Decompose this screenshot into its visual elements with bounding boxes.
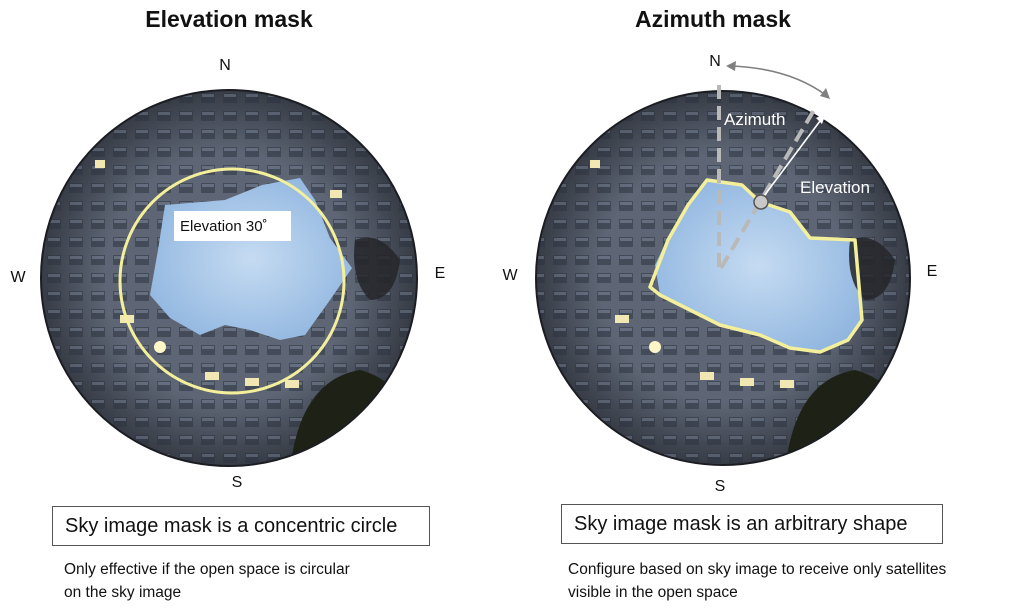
compass-north-left: N bbox=[219, 57, 231, 74]
elevation-30-label: Elevation 30˚ bbox=[180, 218, 268, 235]
elevation-mask-title: Elevation mask bbox=[145, 6, 313, 32]
azimuth-arc bbox=[729, 65, 828, 97]
compass-west-left: W bbox=[10, 269, 26, 286]
elevation-arrow bbox=[763, 116, 824, 197]
compass-west-right: W bbox=[502, 267, 518, 284]
elevation-mask-circle bbox=[118, 167, 346, 395]
satellite-marker bbox=[753, 194, 769, 210]
azimuth-mask-outline bbox=[648, 178, 864, 354]
elevation-note: Only effective if the open space is circ… bbox=[64, 561, 350, 601]
azimuth-note: Configure based on sky image to receive … bbox=[568, 561, 947, 601]
elevation-sky-image: Elevation 30˚ bbox=[40, 89, 418, 467]
compass-east-left: E bbox=[434, 265, 446, 282]
concentric-circle-caption: Sky image mask is a concentric circle bbox=[52, 506, 430, 546]
elevation-label-box bbox=[174, 211, 291, 241]
compass-south-right: S bbox=[714, 478, 726, 495]
compass-east-right: E bbox=[926, 263, 938, 280]
arbitrary-shape-caption: Sky image mask is an arbitrary shape bbox=[561, 504, 943, 544]
azimuth-mask-title: Azimuth mask bbox=[635, 6, 791, 32]
azimuth-direction-line bbox=[719, 108, 816, 270]
elevation-label: Elevation bbox=[800, 178, 870, 197]
compass-south-left: S bbox=[231, 474, 243, 491]
azimuth-sky-image: Azimuth Elevation bbox=[535, 61, 911, 466]
compass-north-right: N bbox=[709, 53, 721, 70]
azimuth-label: Azimuth bbox=[724, 110, 785, 129]
